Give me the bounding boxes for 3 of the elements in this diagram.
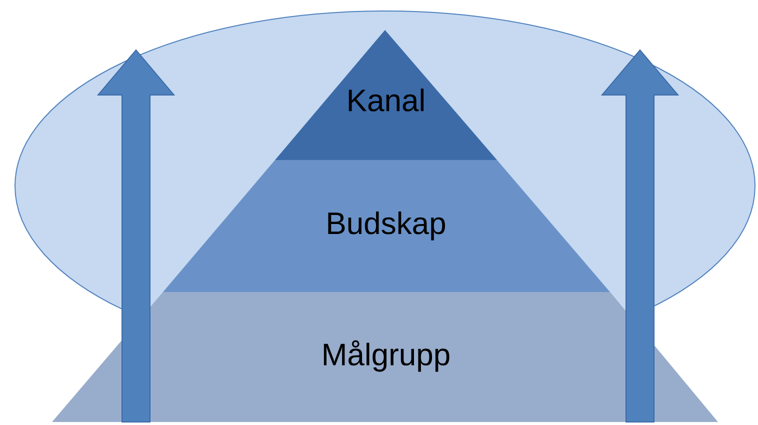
pyramid-middle-layer: Budskap [163,160,610,292]
pyramid-bottom-layer: Målgrupp [52,292,718,422]
pyramid-top-layer: Kanal [275,30,497,160]
